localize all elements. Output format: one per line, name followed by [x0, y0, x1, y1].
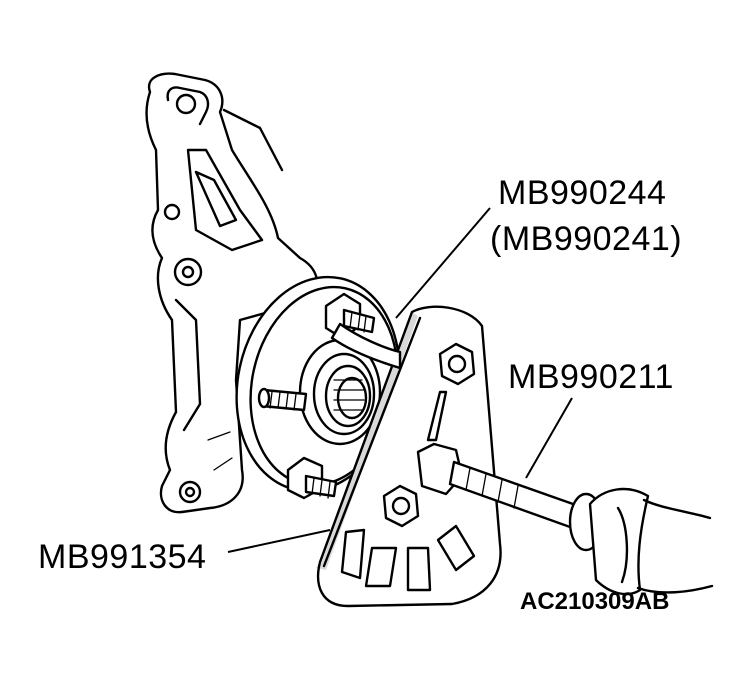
leader-line-mb991354 — [227, 529, 331, 553]
label-tool-mb991354: MB991354 — [38, 538, 207, 576]
figure-code: AC210309AB — [520, 588, 670, 615]
label-tool-mb990211: MB990211 — [508, 358, 674, 396]
plate-bolt-top — [438, 342, 476, 386]
leader-line-mb990244 — [395, 207, 491, 319]
hub-bolt-upper — [324, 292, 376, 340]
label-tool-mb990244: MB990244 — [498, 174, 667, 212]
puller-plate — [316, 305, 502, 608]
label-tool-mb990241: (MB990241) — [490, 220, 683, 258]
plate-bolt-bottom — [382, 484, 420, 528]
hub-bolt-lower — [286, 456, 338, 500]
wheel-stud — [257, 387, 308, 412]
steering-knuckle — [145, 72, 319, 514]
forcing-screw — [416, 442, 714, 596]
leader-line-mb990211 — [525, 397, 573, 479]
